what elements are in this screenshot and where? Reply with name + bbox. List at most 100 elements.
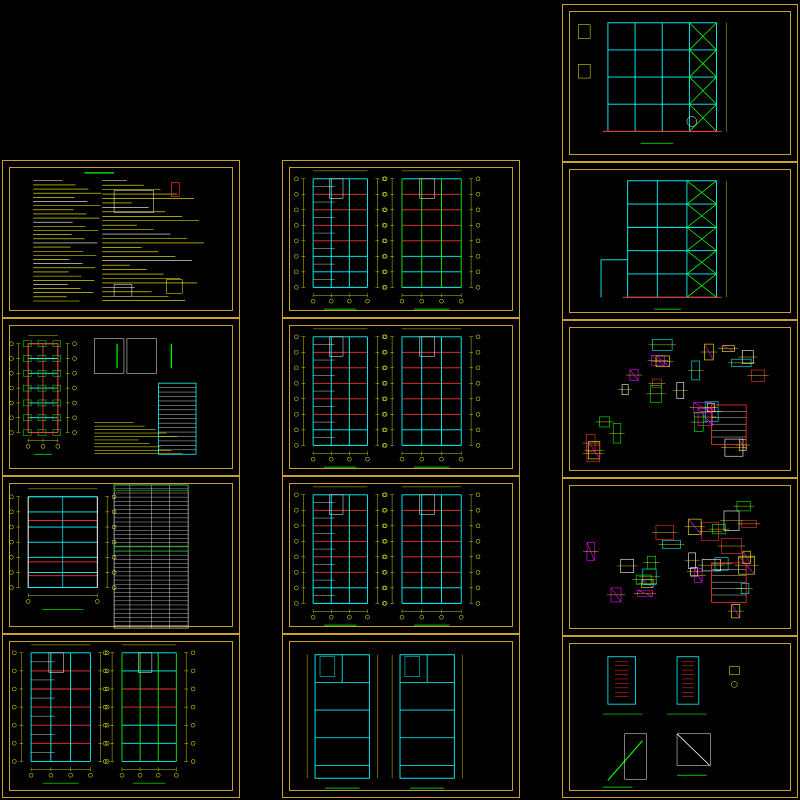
detail-stiffener xyxy=(704,343,714,361)
axis-bubble xyxy=(382,285,388,290)
stair-opening xyxy=(419,494,435,515)
axis-bubble xyxy=(381,443,387,448)
footing xyxy=(37,355,47,362)
axis-bubble xyxy=(475,254,481,259)
axis-bubble xyxy=(365,456,370,462)
axis-bubble xyxy=(475,570,481,575)
sheet-inner-frame xyxy=(569,485,791,629)
axis-bubble xyxy=(95,599,100,604)
axis-bubble xyxy=(9,494,14,499)
axis-bubble xyxy=(294,192,299,197)
axis-bubble xyxy=(9,509,14,515)
axis-bubble xyxy=(347,456,352,462)
large-detail xyxy=(711,404,747,445)
axis-bubble xyxy=(475,554,481,560)
axis-bubble xyxy=(190,686,196,692)
footing xyxy=(37,340,47,347)
axis-bubble xyxy=(347,298,352,304)
axis-bubble xyxy=(9,524,14,530)
elevation-frame xyxy=(627,180,717,298)
axis-bubble xyxy=(310,456,316,462)
axis-bubble xyxy=(102,741,108,746)
axis-bubble xyxy=(9,430,14,435)
detail-stiffener xyxy=(742,551,751,564)
sheet-floor-plans-1 xyxy=(2,634,240,798)
axis-bubble xyxy=(439,614,444,620)
axis-bubble xyxy=(12,668,17,674)
axis-bubble xyxy=(475,176,481,181)
axis-bubble xyxy=(190,722,196,728)
axis-bubble xyxy=(382,207,388,213)
axis-bubble xyxy=(382,365,388,371)
axis-bubble xyxy=(382,381,388,386)
axis-bubble xyxy=(72,415,77,420)
stair-opening xyxy=(329,178,344,199)
axis-bubble xyxy=(365,614,370,620)
small-detail-circle xyxy=(731,681,738,688)
stair-opening xyxy=(329,336,344,357)
detail-stiffener xyxy=(655,355,670,367)
sheet-floor-plans-2 xyxy=(282,160,520,318)
axis-bubble xyxy=(382,176,388,181)
axis-bubble xyxy=(382,601,388,606)
axis-bubble xyxy=(102,668,108,674)
axis-bubble xyxy=(294,176,299,181)
axis-bubble xyxy=(55,444,61,449)
stair-opening xyxy=(48,652,64,673)
detail-stiffener xyxy=(637,589,653,597)
axis-bubble xyxy=(294,334,299,339)
sheet-brace-elevation-1-drawing xyxy=(578,22,727,144)
footing xyxy=(37,429,47,436)
axis-bubble xyxy=(381,269,387,275)
detail-stiffener xyxy=(697,408,713,426)
sheet-floor-plans-1-drawing xyxy=(12,644,196,784)
axis-bubble xyxy=(419,456,424,462)
axis-bubble xyxy=(9,570,14,575)
sheet-inner-frame xyxy=(289,641,513,791)
sheet-elevations xyxy=(282,634,520,798)
sheet-plan-with-table xyxy=(2,476,240,634)
sheet-brace-elevation-2-drawing xyxy=(600,180,727,310)
sheet-brace-elevation-2 xyxy=(562,162,798,320)
axis-bubble xyxy=(68,773,73,778)
footing xyxy=(23,414,32,421)
axis-bubble xyxy=(72,356,77,361)
axis-bubble xyxy=(381,523,387,529)
detail-stiffener xyxy=(586,542,595,561)
sheet-inner-frame xyxy=(569,643,791,791)
footing xyxy=(23,399,32,407)
sheet-inner-frame xyxy=(9,167,233,311)
axis-bubble xyxy=(104,722,110,728)
axis-bubble xyxy=(475,523,481,529)
axis-bubble xyxy=(382,427,388,433)
plan-outline xyxy=(27,343,59,434)
axis-bubble xyxy=(475,601,481,606)
axis-bubble xyxy=(294,585,299,591)
footing-detail xyxy=(94,338,125,374)
small-detail xyxy=(729,666,740,675)
window-opening xyxy=(404,656,421,677)
axis-bubble xyxy=(382,192,388,197)
stair-opening xyxy=(419,336,435,357)
detail-stiffener xyxy=(693,402,712,413)
footing xyxy=(37,399,47,407)
footing xyxy=(23,429,32,436)
axis-bubble xyxy=(382,254,388,259)
sheet-inner-frame xyxy=(9,641,233,791)
axis-bubble xyxy=(381,554,387,560)
axis-bubble xyxy=(381,176,387,181)
axis-bubble xyxy=(9,385,14,391)
axis-bubble xyxy=(104,668,110,674)
axis-bubble xyxy=(475,381,481,386)
footing xyxy=(52,355,62,362)
axis-bubble xyxy=(88,773,93,778)
axis-bubble xyxy=(382,350,388,355)
axis-bubble xyxy=(294,285,299,290)
axis-bubble xyxy=(72,371,77,376)
axis-bubble xyxy=(104,704,110,710)
axis-bubble xyxy=(12,741,17,746)
detail-stiffener xyxy=(651,355,665,366)
axis-bubble xyxy=(294,238,299,244)
axis-bubble xyxy=(294,223,299,228)
axis-bubble xyxy=(381,585,387,591)
